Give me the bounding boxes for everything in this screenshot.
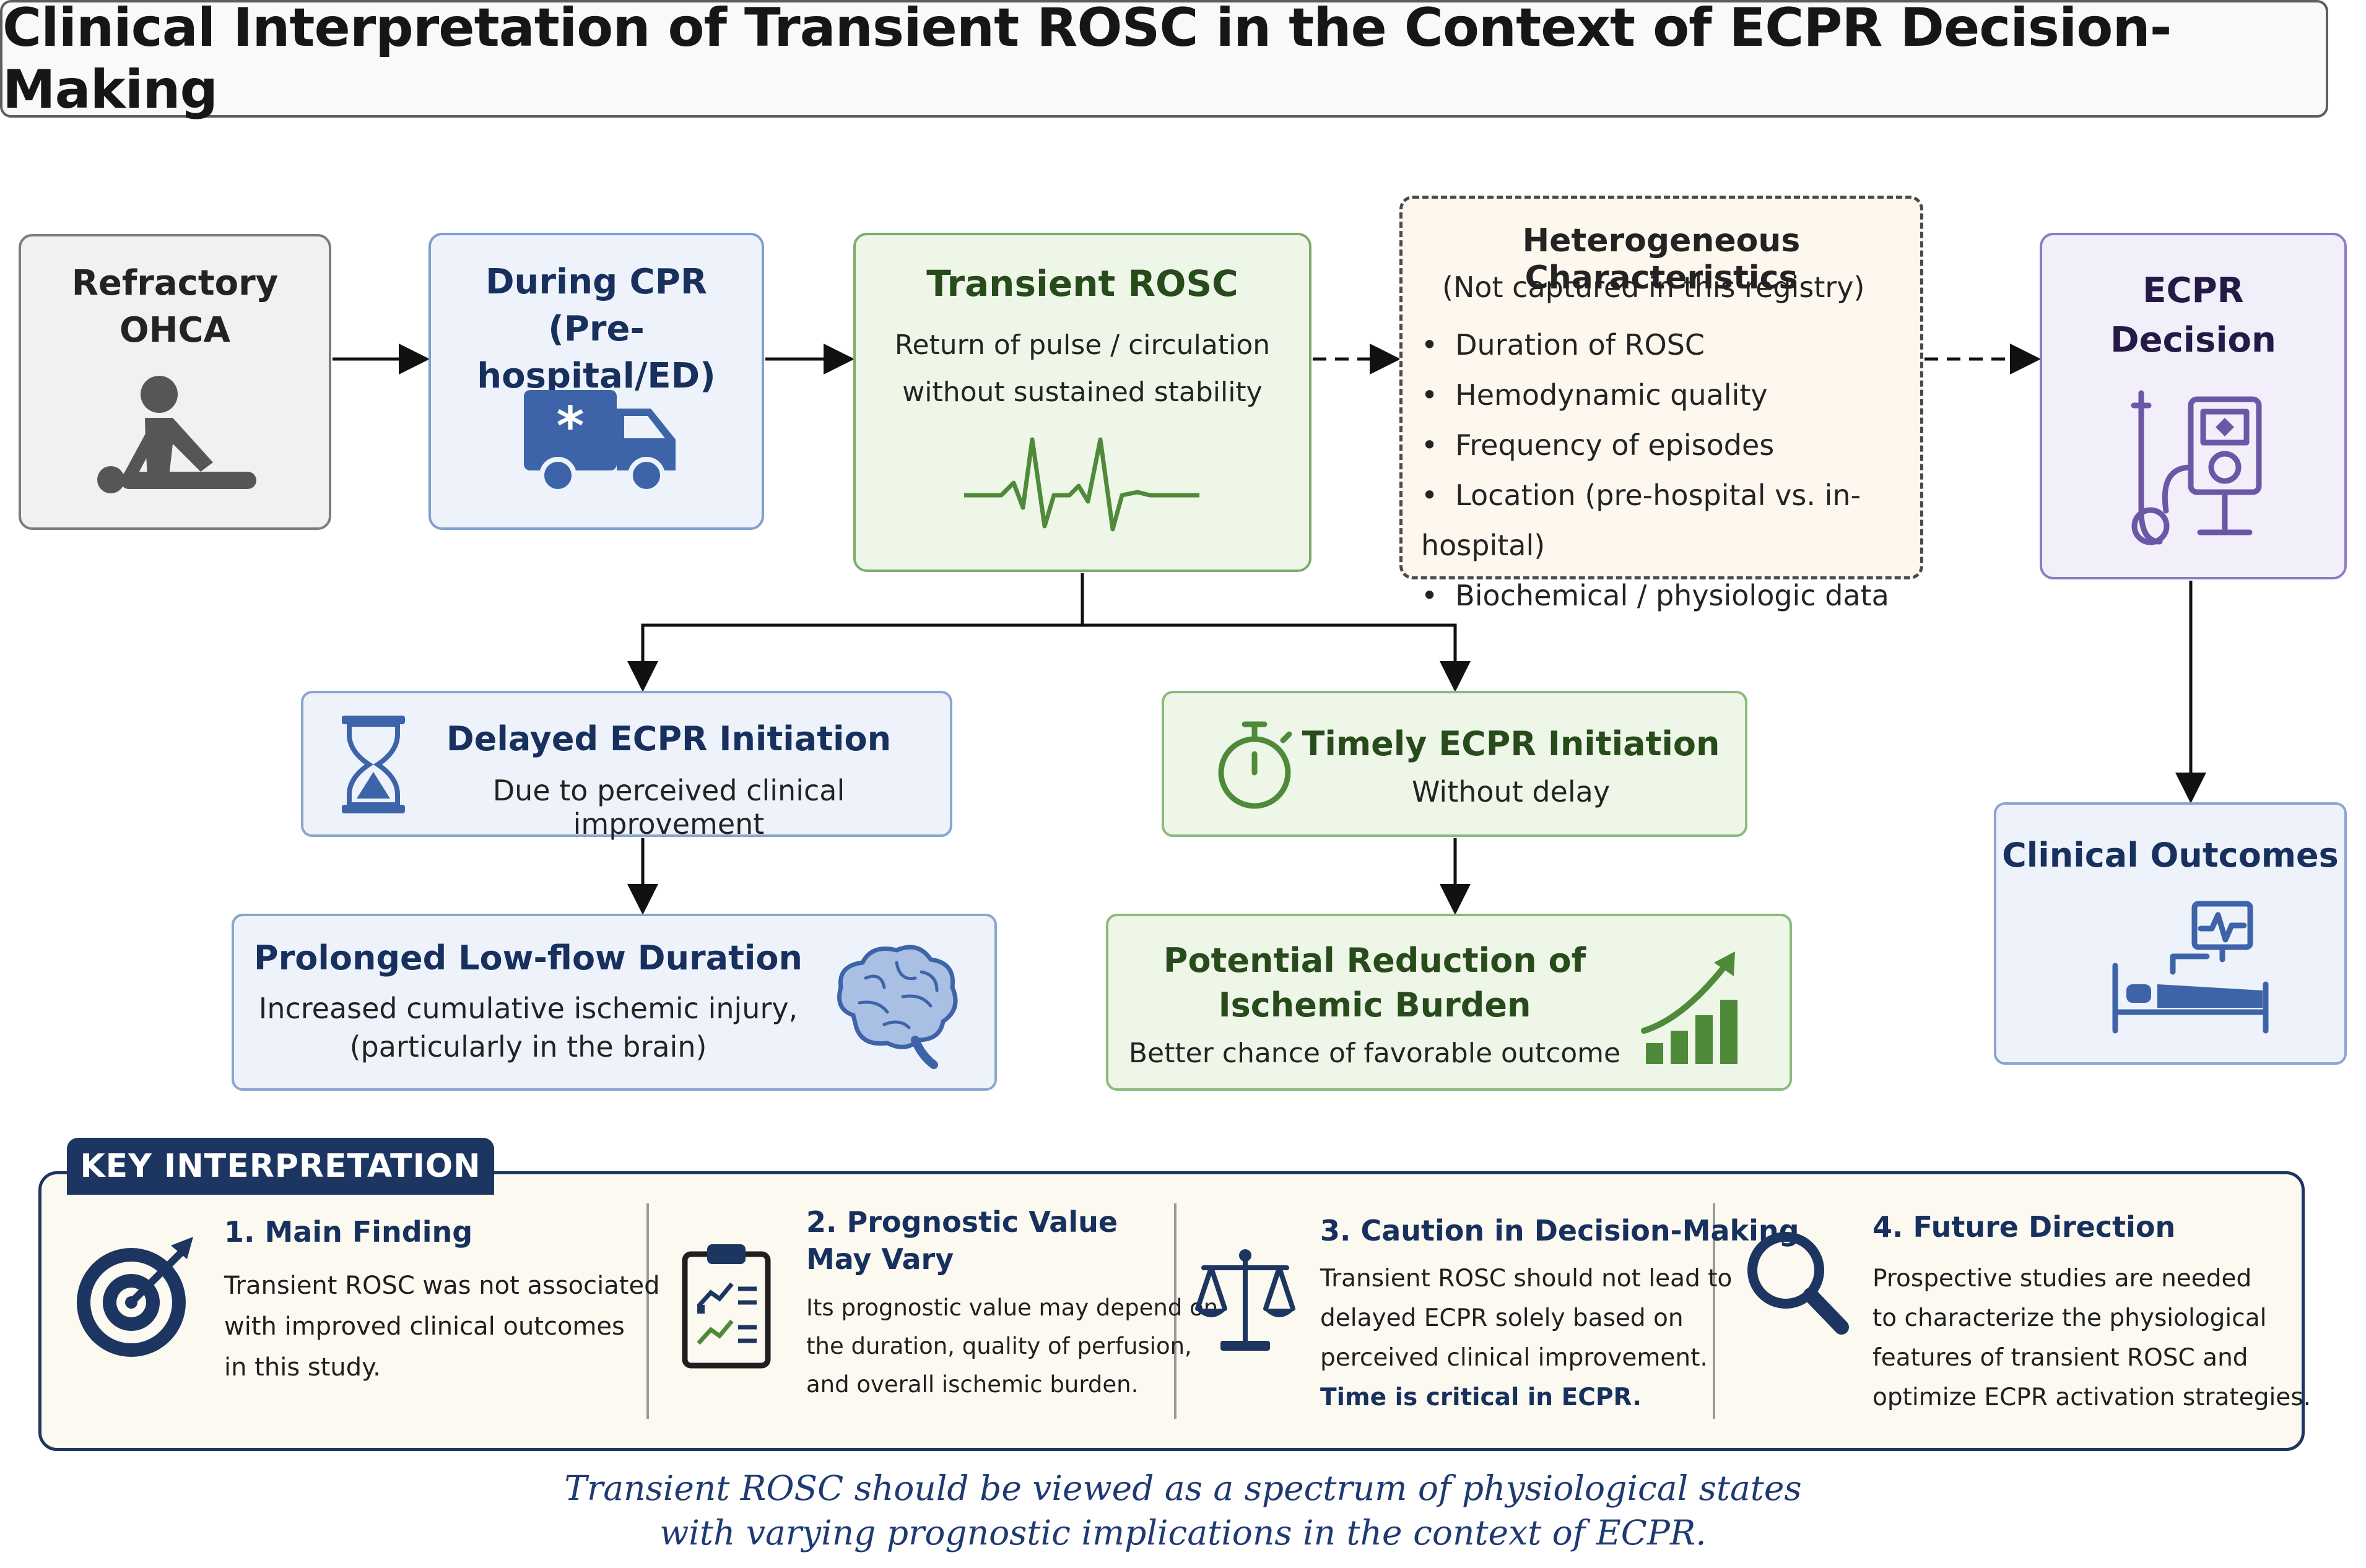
node-during-cpr: During CPR (Pre-hospital/ED) * [428,233,764,530]
hetero-list: •Duration of ROSC •Hemodynamic quality •… [1421,320,1920,621]
prolonged-title: Prolonged Low-flow Duration [254,938,802,977]
key-item-4-head: 4. Future Direction [1872,1210,2176,1244]
list-item: •Hemodynamic quality [1421,378,1768,412]
reduction-line1: Potential Reduction of [1163,941,1586,980]
branch-rosc-right [1082,623,1471,692]
node-timely-ecpr-initiation: Timely ECPR Initiation Without delay [1162,691,1747,837]
clipboard-chart-icon [682,1244,771,1369]
brain-icon [837,945,958,1069]
ecpr-line1: ECPR [2142,271,2244,311]
growth-chart-icon [1641,951,1738,1064]
node-prolonged-low-flow: Prolonged Low-flow Duration Increased cu… [232,914,997,1091]
node-heterogeneous-characteristics: Heterogeneous Characteristics (Not captu… [1399,196,1923,612]
key-interpretation-panel [38,1171,2305,1451]
prolonged-line1: Increased cumulative ischemic injury, [258,992,798,1025]
outcomes-title: Clinical Outcomes [2002,836,2339,875]
node-refractory-ohca: Refractory OHCA [19,234,331,530]
magnifier-icon [1747,1232,1849,1335]
cpr-line2: (Pre-hospital/ED) [477,309,716,396]
key-item-2-head: 2. Prognostic Value May Vary [806,1205,1118,1276]
rosc-line1: Return of pulse / circulation [894,329,1271,361]
ambulance-icon: * [524,390,676,494]
ecpr-line2: Decision [2110,320,2276,360]
ohca-line1: Refractory [71,263,279,303]
timely-desc: Without delay [1411,775,1611,808]
key-item-3-emphasis: Time is critical in ECPR. [1320,1384,1642,1411]
cpr-person-icon [97,376,256,493]
branch-rosc [627,573,1084,692]
cpr-line1: During CPR [485,262,707,302]
node-delayed-ecpr-initiation: Delayed ECPR Initiation Due to perceived… [301,691,952,841]
reduction-line2: Ischemic Burden [1218,985,1531,1024]
list-item: •Frequency of episodes [1421,428,1775,462]
key-item-4-body: Prospective studies are needed to charac… [1872,1265,2311,1411]
hospital-bed-icon [2112,901,2269,1034]
ecg-waveform-icon [964,437,1199,532]
list-item: •Location (pre-hospital vs. in-hospital) [1421,479,1861,562]
footer-line1: Transient ROSC should be viewed as a spe… [564,1468,1802,1508]
key-item-1-head: 1. Main Finding [224,1215,473,1249]
prolonged-line2: (particularly in the brain) [349,1030,707,1063]
title-banner: Clinical Interpretation of Transient ROS… [0,0,2328,121]
hetero-subtitle: (Not captured in this registry) [1442,271,1865,304]
ecmo-machine-icon [2131,390,2262,545]
footer-summary: Transient ROSC should be viewed as a spe… [0,1466,2366,1555]
key-item-2-body: Its prognostic value may depend on the d… [806,1294,1219,1398]
ohca-line2: OHCA [120,310,230,350]
stopwatch-icon [1218,721,1292,809]
key-divider [1713,1203,1715,1419]
key-divider [646,1203,649,1419]
scales-icon [1195,1249,1295,1351]
list-item: •Biochemical / physiologic data [1421,579,1889,612]
delayed-title: Delayed ECPR Initiation [446,719,892,758]
page-title: Clinical Interpretation of Transient ROS… [2,0,2172,121]
rosc-line2: without sustained stability [902,376,1263,408]
key-interpretation-tab: KEY INTERPRETATION [67,1138,494,1195]
hourglass-icon [342,716,405,813]
target-icon [77,1237,193,1357]
hetero-title: Heterogeneous Characteristics [1522,222,1801,297]
footer-line2: with varying prognostic implications in … [659,1513,1707,1553]
delayed-desc: Due to perceived clinical improvement [492,774,845,841]
node-ecpr-decision: ECPR Decision [2040,233,2347,579]
node-transient-rosc: Transient ROSC Return of pulse / circula… [853,233,1311,572]
key-item-1-body: Transient ROSC was not associated with i… [224,1271,660,1382]
key-item-3-head: 3. Caution in Decision-Making [1320,1214,1799,1247]
node-potential-reduction: Potential Reduction of Ischemic Burden B… [1106,914,1792,1091]
key-item-3-body: Transient ROSC should not lead to delaye… [1320,1259,1732,1418]
key-divider [1174,1203,1176,1419]
list-item: •Duration of ROSC [1421,328,1705,362]
key-interpretation-label: KEY INTERPRETATION [80,1148,481,1185]
timely-title: Timely ECPR Initiation [1302,724,1720,763]
svg-text:*: * [557,396,585,457]
reduction-desc: Better chance of favorable outcome [1128,1037,1621,1069]
node-clinical-outcomes: Clinical Outcomes [1994,802,2347,1065]
rosc-title: Transient ROSC [926,262,1238,305]
